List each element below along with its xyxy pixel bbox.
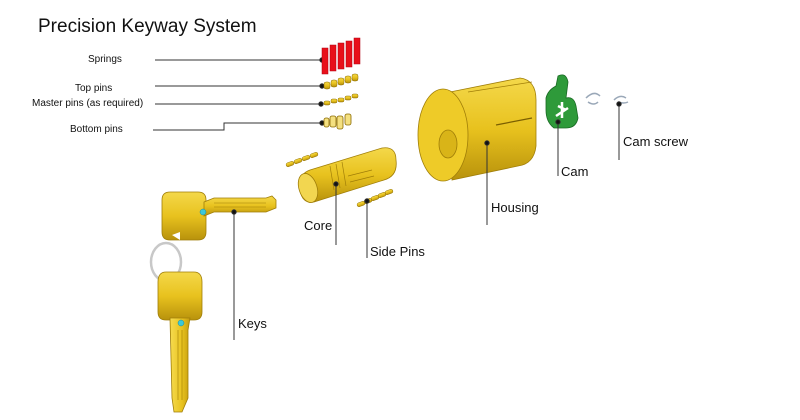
cam-screw-label: Cam screw: [623, 134, 689, 149]
top-pins-leader: [155, 83, 325, 89]
springs-icon: [321, 37, 361, 75]
housing-label: Housing: [491, 200, 539, 215]
master-pins-icon: [323, 93, 359, 106]
core-label: Core: [304, 218, 333, 233]
cam-icon: [545, 74, 579, 129]
cam-screw-icon: [613, 95, 629, 104]
side-pins-label: Side Pins: [370, 244, 425, 259]
key-lower-icon: [157, 271, 203, 413]
springs-leader: [155, 57, 325, 63]
bottom-pins-label: Bottom pins: [70, 124, 123, 135]
keys-leader: [231, 209, 237, 340]
cam-clip-icon: [585, 92, 601, 105]
springs-label: Springs: [88, 54, 122, 65]
master-pins-leader: [155, 101, 324, 107]
housing-leader: [484, 140, 490, 225]
keys-label: Keys: [238, 316, 267, 331]
top-pins-icon: [323, 73, 359, 90]
key-upper-icon: [161, 191, 277, 241]
diagram-title: Precision Keyway System: [38, 16, 257, 37]
cam-label: Cam: [561, 164, 589, 179]
cam-leader: [555, 119, 561, 176]
bottom-pins-leader: [153, 120, 325, 131]
core-leader: [333, 181, 339, 245]
housing-icon: [417, 77, 537, 182]
side-pins-icon: [356, 189, 394, 207]
bottom-pins-icon: [323, 113, 352, 130]
side-pins-leader: [364, 198, 370, 258]
cam-screw-leader: [616, 101, 622, 160]
core-pins-icon: [285, 152, 319, 167]
top-pins-label: Top pins: [75, 83, 113, 94]
master-pins-label: Master pins (as required): [32, 98, 144, 109]
core-icon: [297, 147, 397, 203]
